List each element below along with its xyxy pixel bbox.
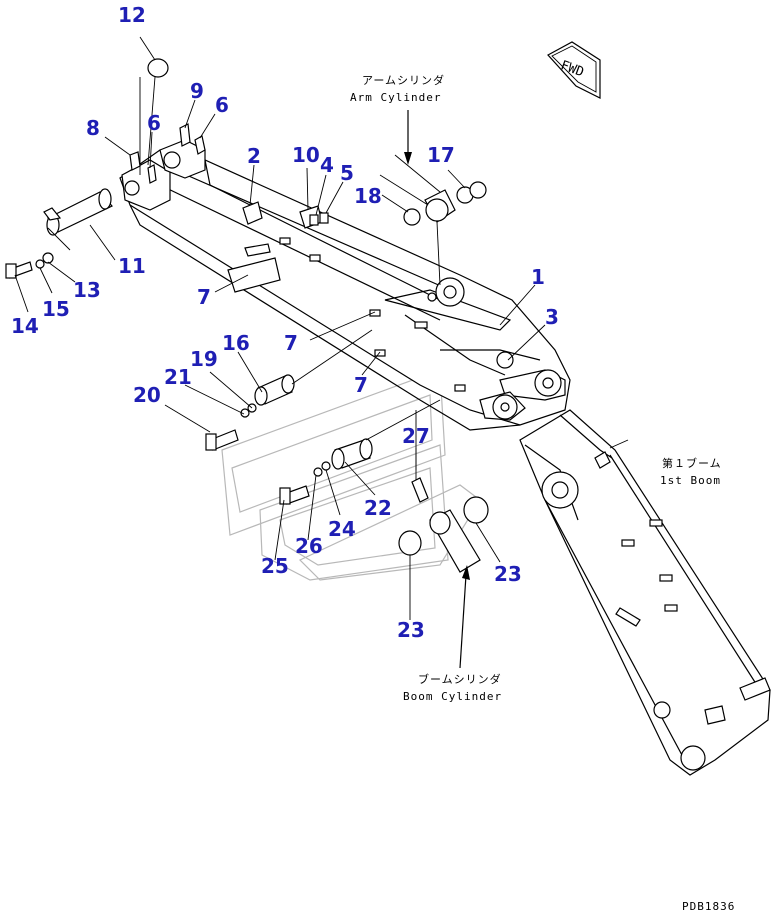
callout-7: 7	[354, 373, 368, 397]
callout-18: 18	[354, 184, 382, 208]
callout-1: 1	[531, 265, 545, 289]
callout-21: 21	[164, 365, 192, 389]
callout-11: 11	[118, 254, 146, 278]
pin-16	[205, 329, 373, 451]
callout-23: 23	[494, 562, 522, 586]
callout-5: 5	[340, 161, 354, 185]
callout-10: 10	[292, 143, 320, 167]
callout-8: 8	[86, 116, 100, 140]
arm-cylinder-label: アームシリンダ Arm Cylinder	[350, 73, 445, 165]
callout-2: 2	[247, 144, 261, 168]
svg-text:Arm Cylinder: Arm Cylinder	[350, 91, 441, 104]
callout-23: 23	[397, 618, 425, 642]
fwd-label: FWD	[559, 58, 586, 80]
shim-plates	[129, 123, 206, 184]
boom-cylinder-label: ブームシリンダ Boom Cylinder	[403, 565, 502, 703]
washer-12	[147, 58, 169, 78]
callout-15: 15	[42, 297, 70, 321]
leader-lines	[14, 99, 546, 620]
callout-6: 6	[215, 93, 229, 117]
svg-text:1st Boom: 1st Boom	[660, 474, 721, 487]
callout-3: 3	[545, 305, 559, 329]
callout-17: 17	[427, 143, 455, 167]
arm-cylinder-head	[379, 154, 487, 286]
svg-text:ブームシリンダ: ブームシリンダ	[418, 672, 502, 686]
bolt-14	[5, 252, 54, 279]
callout-22: 22	[364, 496, 392, 520]
pin-11	[43, 188, 113, 236]
drawing-code: PDB1836	[682, 900, 735, 913]
callout-9: 9	[190, 79, 204, 103]
callout-7: 7	[284, 331, 298, 355]
callout-27: 27	[402, 424, 430, 448]
callout-6: 6	[147, 111, 161, 135]
callout-24: 24	[328, 517, 356, 541]
callout-16: 16	[222, 331, 250, 355]
callouts: 12 9 6 8 6 2 10 4 5 18 17 11 1 7 13 15 1…	[11, 3, 559, 642]
boom-cylinder-head	[398, 496, 489, 573]
callout-4: 4	[320, 153, 334, 177]
callout-7: 7	[197, 285, 211, 309]
first-boom-label: 第１ブーム 1st Boom	[660, 456, 722, 487]
fwd-arrow-icon: FWD	[547, 41, 601, 99]
svg-text:Boom Cylinder: Boom Cylinder	[403, 690, 502, 703]
callout-13: 13	[73, 278, 101, 302]
callout-14: 14	[11, 314, 39, 338]
svg-text:アームシリンダ: アームシリンダ	[362, 73, 445, 87]
svg-text:第１ブーム: 第１ブーム	[662, 456, 722, 470]
callout-20: 20	[133, 383, 161, 407]
callout-12: 12	[118, 3, 146, 27]
callout-25: 25	[261, 554, 289, 578]
arm-body	[119, 139, 571, 431]
callout-26: 26	[295, 534, 323, 558]
first-boom	[519, 409, 771, 776]
callout-19: 19	[190, 347, 218, 371]
